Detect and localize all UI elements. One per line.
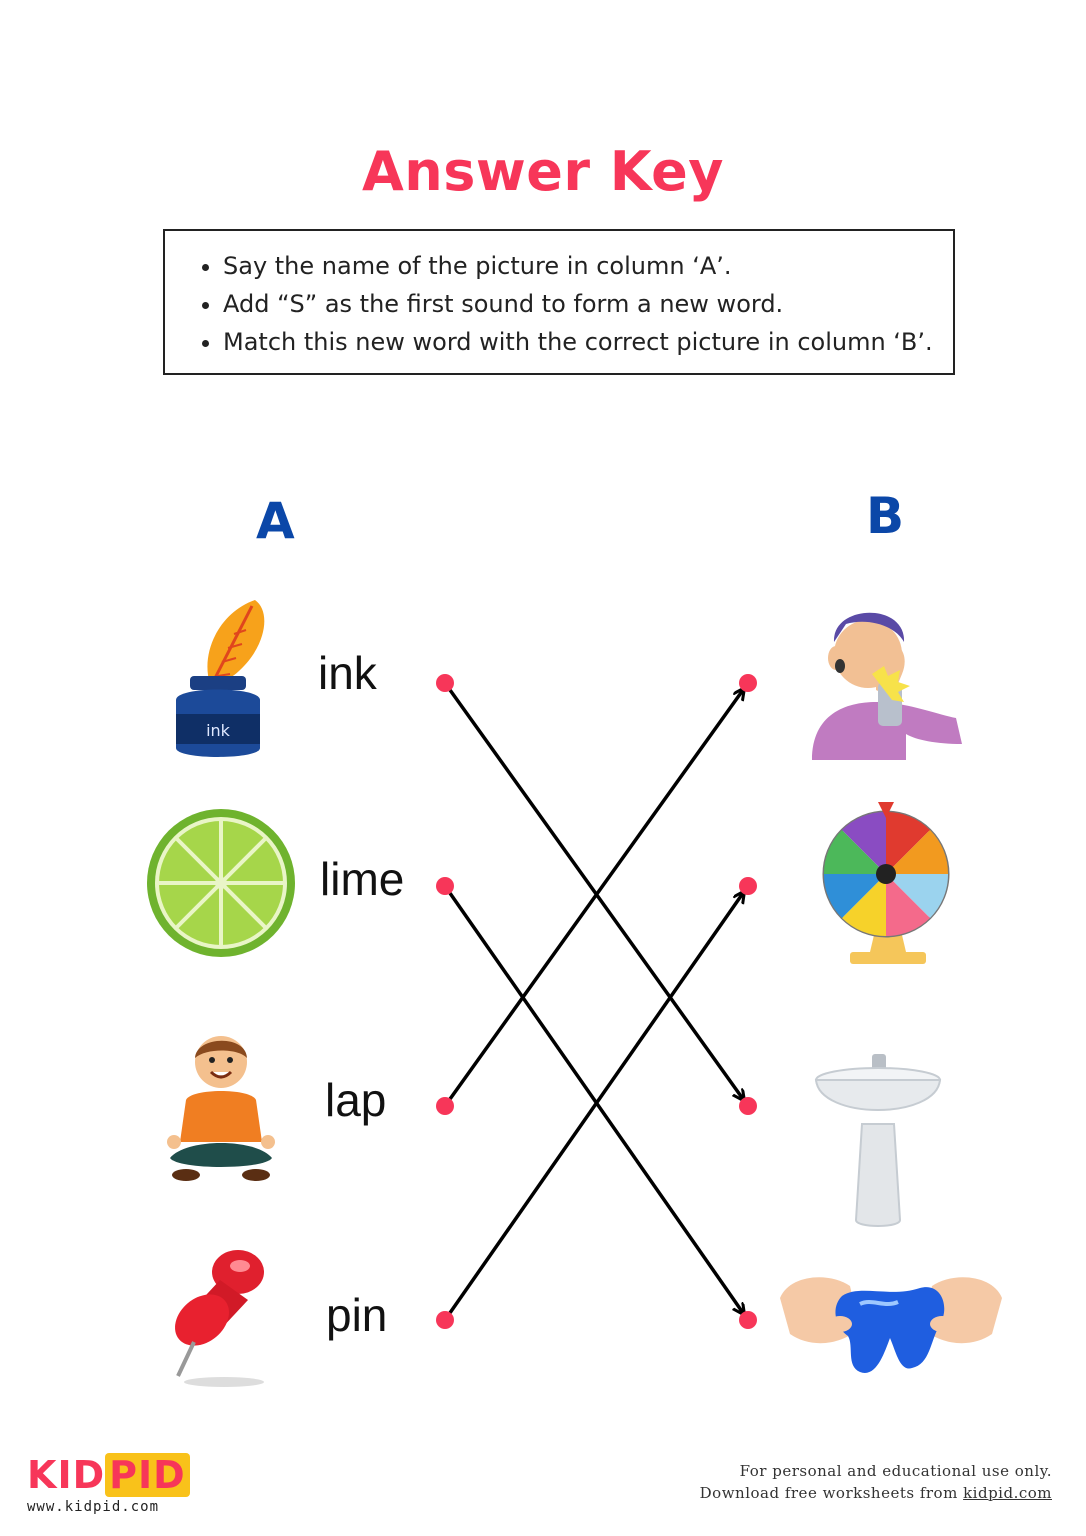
column-b-heading: B xyxy=(866,487,905,545)
left-dot-4[interactable] xyxy=(436,1311,454,1329)
instruction-item: Match this new word with the correct pic… xyxy=(223,323,953,361)
right-dot-3[interactable] xyxy=(739,1097,757,1115)
column-a-heading: A xyxy=(256,492,295,550)
lime-slice-icon xyxy=(147,809,295,957)
footer-note: For personal and educational use only. D… xyxy=(700,1460,1052,1504)
match-arrow-lap-slap xyxy=(443,690,743,1108)
footer-line2-prefix: Download free worksheets from xyxy=(699,1484,958,1502)
word-lap: lap xyxy=(325,1074,387,1126)
right-dot-1[interactable] xyxy=(739,674,757,692)
logo-pid: PID xyxy=(105,1453,190,1497)
footer-line1: For personal and educational use only. xyxy=(739,1462,1052,1480)
match-arrow-pin-spin xyxy=(443,893,743,1322)
word-ink: ink xyxy=(318,647,377,699)
left-dot-1[interactable] xyxy=(436,674,454,692)
logo-url: www.kidpid.com xyxy=(27,1499,160,1515)
ink-bottle-label: ink xyxy=(206,721,231,740)
right-dot-4[interactable] xyxy=(739,1311,757,1329)
red-pushpin-icon xyxy=(175,1250,264,1387)
kidpid-link[interactable]: kidpid.com xyxy=(963,1484,1052,1502)
sink-basin-icon xyxy=(814,1054,942,1227)
instruction-item: Say the name of the picture in column ‘A… xyxy=(223,247,953,285)
left-dot-3[interactable] xyxy=(436,1097,454,1115)
match-arrow-lime-slime xyxy=(443,884,743,1313)
ink-bottle-quill-icon: ink xyxy=(176,600,265,757)
instructions-box: Say the name of the picture in column ‘A… xyxy=(163,229,955,375)
page-title: Answer Key xyxy=(361,140,725,203)
boy-slap-phone-icon xyxy=(812,612,962,760)
boy-sitting-cross-legged-icon xyxy=(167,1036,275,1181)
left-dot-2[interactable] xyxy=(436,877,454,895)
word-pin: pin xyxy=(326,1289,388,1341)
instruction-item: Add “S” as the first sound to form a new… xyxy=(223,285,953,323)
word-lime: lime xyxy=(320,853,405,905)
blue-slime-hands-icon xyxy=(780,1277,1002,1373)
prize-spin-wheel-icon xyxy=(822,802,950,964)
logo-kid: KID xyxy=(27,1453,106,1497)
match-arrow-ink-sink xyxy=(443,681,743,1099)
right-dot-2[interactable] xyxy=(739,877,757,895)
